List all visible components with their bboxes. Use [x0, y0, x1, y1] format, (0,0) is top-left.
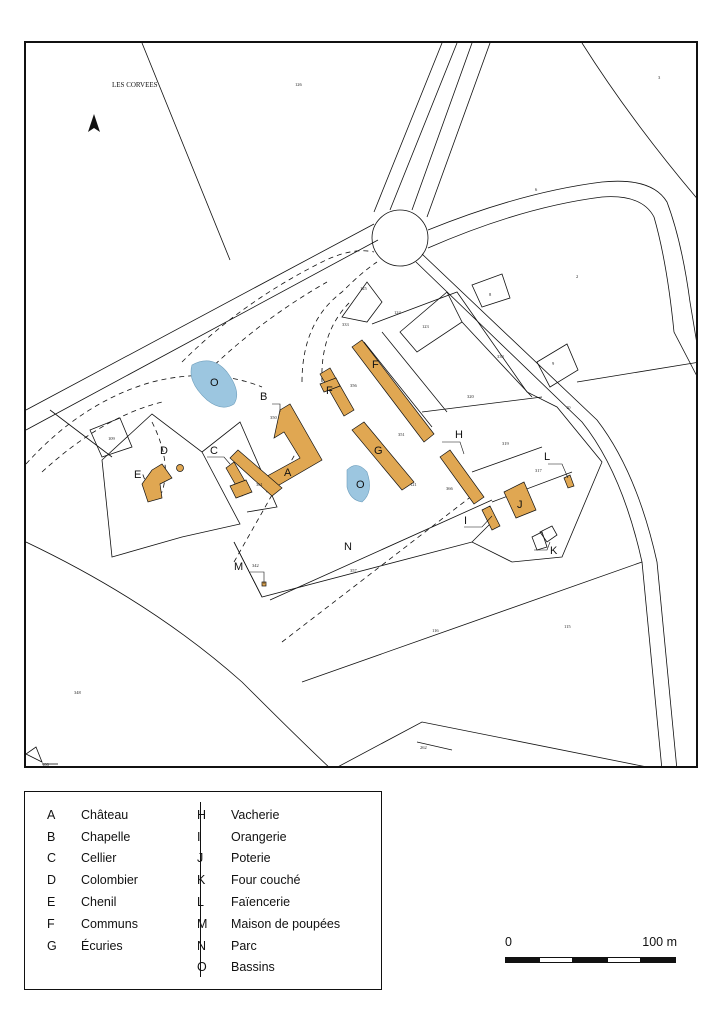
label-a: A	[284, 467, 292, 479]
parcel-number: 125	[360, 286, 368, 291]
label-c: C	[210, 445, 218, 457]
parcel-number: 124	[394, 310, 402, 315]
scale-start-label: 0	[505, 935, 512, 949]
building-g-ecuries	[351, 421, 415, 491]
parcel-number: 106	[42, 762, 50, 767]
building-f-communs-west	[319, 367, 355, 417]
scale-end-label: 100 m	[642, 935, 677, 949]
label-k: K	[550, 545, 558, 557]
parcel-number: 8	[489, 292, 492, 297]
parcel-number: 2	[576, 274, 578, 279]
label-i: I	[464, 515, 467, 527]
pond-o-north	[190, 360, 238, 408]
label-m: M	[234, 561, 243, 573]
parcel-number: 351	[398, 432, 405, 437]
parcel-number: 123	[422, 324, 430, 329]
label-n: N	[344, 541, 352, 553]
parcel-number: 116	[432, 628, 439, 633]
scale-segment	[539, 957, 573, 963]
label-g: G	[374, 445, 383, 457]
pond-o-south	[346, 465, 370, 503]
label-o-south: O	[356, 479, 365, 491]
parcel-number: 334	[497, 354, 505, 359]
building-d-colombier	[176, 464, 184, 472]
legend-divider	[200, 802, 201, 977]
parcel-number: 357	[350, 568, 358, 573]
label-j: J	[517, 499, 523, 511]
parcel-number: 317	[535, 468, 543, 473]
label-f-east: F	[372, 359, 379, 371]
scale-segment	[607, 957, 641, 963]
scale-bar: 0 100 m	[505, 935, 677, 975]
parcel-number: 126	[295, 82, 303, 87]
parcel-number: 109	[108, 436, 116, 441]
label-e: E	[134, 469, 141, 481]
parcel-number: 320	[467, 394, 475, 399]
parcel-number: 342	[252, 563, 259, 568]
parcel-number: 9	[552, 361, 555, 366]
parcel-number: 350	[270, 415, 278, 420]
parcel-number: 6	[535, 187, 538, 192]
building-h-vacherie	[439, 449, 485, 505]
label-o-north: O	[210, 377, 219, 389]
place-name: LES CORVEES	[112, 81, 158, 89]
label-d: D	[160, 445, 168, 457]
parcel-number: 319	[502, 441, 510, 446]
label-b: B	[260, 391, 267, 403]
parcel-number: 10	[566, 405, 571, 410]
map-frame: LES CORVEES A B C D E F F G H I J K L M …	[24, 41, 698, 768]
building-l-faiencerie	[563, 474, 575, 489]
label-h: H	[455, 429, 463, 441]
label-f-west: F	[326, 385, 333, 397]
parcel-number: 366	[446, 486, 454, 491]
parcel-number: 121	[410, 482, 417, 487]
parcel-number: 348	[74, 690, 82, 695]
parcel-number: 361	[256, 482, 263, 487]
north-arrow-icon	[88, 114, 100, 132]
scale-segment	[573, 957, 607, 963]
parcel-number: 115	[564, 624, 571, 629]
scale-segment	[641, 957, 676, 963]
building-f-communs-east	[351, 339, 435, 443]
parcel-number: 262	[420, 745, 427, 750]
scale-segment	[505, 957, 539, 963]
site-map: LES CORVEES A B C D E F F G H I J K L M …	[26, 43, 696, 767]
building-e-chenil	[141, 463, 173, 503]
building-i-orangerie	[481, 505, 501, 531]
parcel-number: 333	[342, 322, 350, 327]
parcel-number: 356	[350, 383, 358, 388]
label-l: L	[544, 451, 550, 463]
building-j-poterie	[503, 481, 537, 519]
parcel-number: 3	[658, 75, 661, 80]
